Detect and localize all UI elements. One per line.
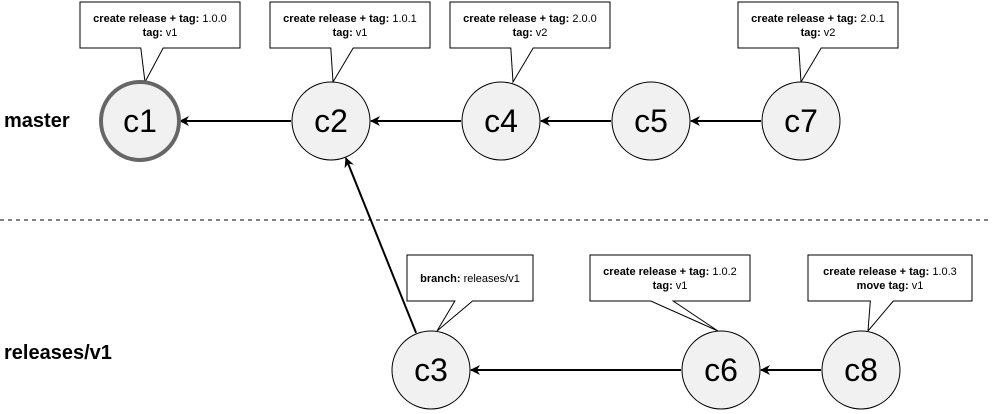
callout-line: create release + tag: 1.0.0 — [93, 13, 227, 25]
commit-circle — [761, 81, 841, 161]
callout-line: create release + tag: 1.0.3 — [823, 266, 957, 278]
callout-box — [589, 254, 751, 332]
commit-label: c7 — [784, 103, 818, 139]
commit-label: c2 — [314, 103, 348, 139]
callout-c1: create release + tag: 1.0.0 tag: v1 — [79, 1, 241, 84]
commit-node-c4: c4 — [461, 81, 541, 161]
commit-circle — [821, 330, 901, 410]
callout-line: move tag: v1 — [857, 280, 924, 292]
callout-c2: create release + tag: 1.0.1 tag: v1 — [269, 1, 431, 84]
branch-label-releases: releases/v1 — [4, 342, 112, 364]
callout-c3: branch: releases/v1 — [406, 254, 534, 332]
callout-c7: create release + tag: 2.0.1 tag: v2 — [737, 1, 899, 84]
callout-box — [79, 1, 241, 84]
commit-label: c4 — [484, 103, 518, 139]
callout-c6: create release + tag: 1.0.2 tag: v1 — [589, 254, 751, 332]
callout-line: tag: v1 — [653, 280, 688, 292]
commit-node-c8: c8 — [821, 330, 901, 410]
commit-label: c8 — [844, 352, 878, 388]
commit-node-c3: c3 — [391, 330, 471, 410]
callout-box — [737, 1, 899, 84]
commit-nodes: c1 c2 c4 c5 c7 c3 c6 c8 — [99, 80, 901, 410]
commit-label: c1 — [123, 103, 157, 139]
commit-label: c5 — [634, 103, 668, 139]
callout-box — [807, 254, 973, 333]
commit-node-c5: c5 — [611, 81, 691, 161]
callout-box — [449, 1, 611, 84]
callout-line: tag: v2 — [801, 27, 836, 39]
edge-c3-to-c2 — [344, 157, 418, 334]
commit-circle — [681, 330, 761, 410]
commit-circle — [291, 81, 371, 161]
callout-c8: create release + tag: 1.0.3 move tag: v1 — [807, 254, 973, 333]
commit-edges — [179, 116, 821, 375]
callout-line: branch: releases/v1 — [420, 273, 520, 285]
callout-line: create release + tag: 1.0.1 — [283, 13, 417, 25]
callout-line: create release + tag: 2.0.0 — [463, 13, 597, 25]
callout-line: create release + tag: 2.0.1 — [751, 13, 885, 25]
commit-label: c3 — [414, 352, 448, 388]
branch-label-master: master — [4, 110, 70, 132]
commit-node-c7: c7 — [761, 81, 841, 161]
commit-node-c2: c2 — [291, 81, 371, 161]
commit-label: c6 — [704, 352, 738, 388]
commit-circle — [611, 81, 691, 161]
callout-line: create release + tag: 1.0.2 — [603, 266, 737, 278]
commit-node-c6: c6 — [681, 330, 761, 410]
callout-box — [269, 1, 431, 84]
commit-node-c1: c1 — [99, 80, 181, 162]
callout-c4: create release + tag: 2.0.0 tag: v2 — [449, 1, 611, 84]
callout-line: tag: v2 — [513, 27, 548, 39]
callout-line: tag: v1 — [143, 27, 178, 39]
commit-circle — [391, 330, 471, 410]
commit-circle — [99, 80, 181, 162]
commit-circle — [461, 81, 541, 161]
callout-line: tag: v1 — [333, 27, 368, 39]
callout-box — [406, 254, 534, 332]
